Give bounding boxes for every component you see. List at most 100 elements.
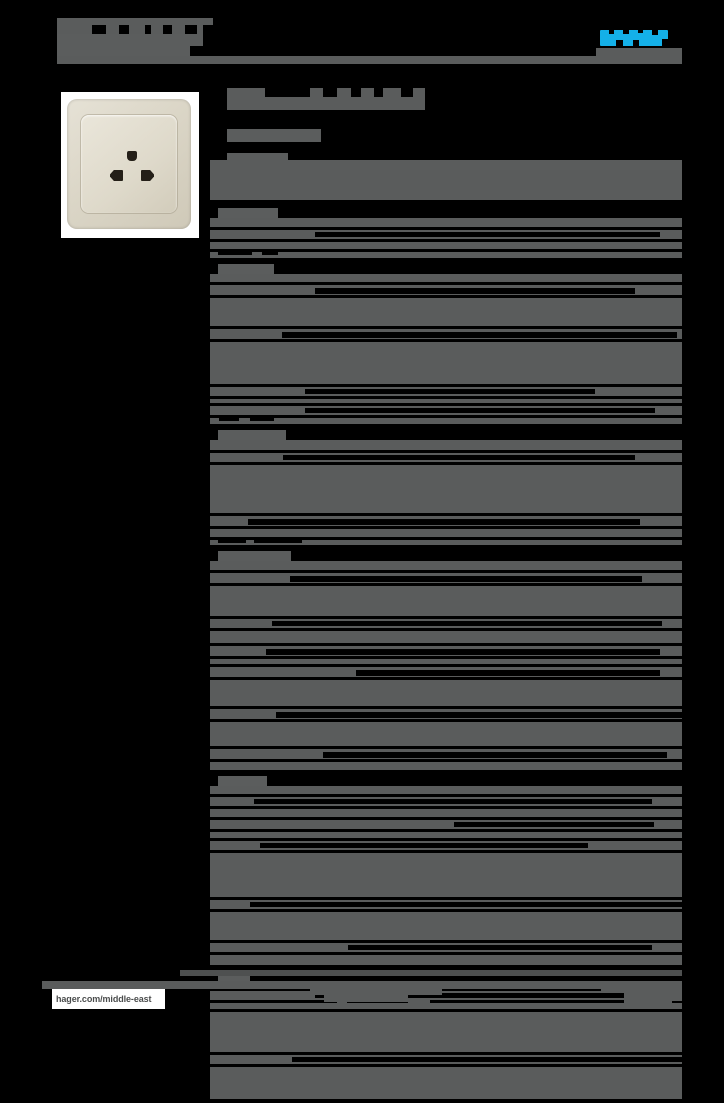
spec-row-separator <box>210 1009 682 1012</box>
spec-row-separator <box>210 249 682 252</box>
spec-group <box>210 206 682 258</box>
spec-row-separator <box>210 415 682 418</box>
spec-row <box>210 912 682 940</box>
spec-row-separator <box>210 719 682 722</box>
spec-row-separator <box>210 450 682 453</box>
footer-right-line <box>601 983 682 991</box>
heading-gap <box>351 88 361 97</box>
spec-row <box>210 853 682 897</box>
spec-row <box>210 342 682 384</box>
spec-group-header <box>210 549 682 561</box>
spec-row-separator <box>210 794 682 797</box>
footer-right-line <box>624 1001 672 1007</box>
spec-row-separator <box>210 403 682 406</box>
spec-row <box>210 943 682 952</box>
spec-group <box>210 549 686 770</box>
product-reference <box>227 129 321 142</box>
spec-row-separator <box>210 295 682 298</box>
logo-notch <box>662 39 670 48</box>
spec-row <box>210 991 682 1000</box>
socket-earth-pin-slot <box>127 151 137 161</box>
spec-row-separator <box>210 817 682 820</box>
spec-row-value-gap <box>305 389 595 394</box>
spec-row-separator <box>210 940 682 943</box>
spec-row-separator <box>210 570 682 573</box>
spec-row-separator <box>210 513 682 516</box>
spec-row <box>210 619 682 628</box>
title-gap <box>145 25 151 34</box>
spec-row <box>210 809 682 817</box>
product-image <box>61 92 199 238</box>
description-label <box>227 153 288 162</box>
heading-gap <box>374 88 383 97</box>
spec-group <box>210 774 684 965</box>
spec-row-value-gap <box>315 288 635 294</box>
logo-notch <box>638 28 643 33</box>
spec-row <box>210 955 682 965</box>
spec-row-separator <box>210 396 682 399</box>
spec-row <box>210 465 682 513</box>
spec-row-value-gap <box>315 232 660 237</box>
spec-row-separator <box>210 239 682 242</box>
specification-table <box>210 206 686 1103</box>
spec-row <box>210 399 682 403</box>
logo-notch <box>623 28 629 34</box>
spec-row-value-gap <box>260 843 588 848</box>
description-body <box>210 160 682 200</box>
logo-notch <box>633 40 639 48</box>
spec-row-value-gap <box>250 902 684 907</box>
footer-url-box[interactable]: hager.com/middle-east <box>52 989 165 1009</box>
spec-row-separator <box>210 759 682 762</box>
spec-group <box>210 428 682 545</box>
spec-row <box>210 529 682 537</box>
title-gap <box>119 25 129 34</box>
spec-row-value-gap <box>305 408 655 413</box>
spec-row-separator <box>210 664 682 667</box>
hager-logo[interactable] <box>600 28 672 48</box>
spec-row <box>210 841 682 850</box>
spec-row-value-gap <box>356 670 660 676</box>
spec-row-separator <box>210 952 682 955</box>
spec-group-header <box>210 262 682 274</box>
spec-row-separator <box>210 526 682 529</box>
spec-row <box>210 586 682 616</box>
spec-row-value-gap <box>272 621 662 626</box>
spec-row-value-gap <box>348 945 652 950</box>
heading-gap <box>323 88 337 97</box>
socket-faceplate <box>67 99 191 229</box>
spec-row <box>210 709 686 719</box>
footer-center-line <box>337 1002 347 1008</box>
logo-notch <box>652 28 658 35</box>
spec-row-separator <box>210 1000 682 1003</box>
spec-row-value-gap <box>218 540 246 543</box>
footer-top-band <box>180 970 682 976</box>
spec-row-value-gap <box>254 799 652 804</box>
spec-row <box>210 242 682 249</box>
spec-row <box>210 298 682 326</box>
spec-row <box>210 900 684 909</box>
spec-row-value-gap <box>323 752 667 758</box>
spec-row-separator <box>210 339 682 342</box>
spec-row-value-gap <box>254 540 302 543</box>
spec-group-header <box>210 774 682 786</box>
spec-row-separator <box>210 616 682 619</box>
spec-row-separator <box>210 643 682 646</box>
spec-group-label <box>218 551 291 561</box>
spec-row <box>210 573 682 583</box>
spec-row <box>210 406 682 415</box>
footer-center-text <box>310 988 442 1008</box>
spec-row-separator <box>210 384 682 387</box>
title-gap <box>92 25 106 34</box>
spec-row <box>210 659 682 664</box>
header-divider <box>57 56 682 64</box>
spec-row <box>210 387 682 396</box>
spec-row <box>210 786 682 794</box>
spec-row-separator <box>210 462 682 465</box>
spec-row <box>210 722 682 746</box>
spec-row-value-gap <box>248 519 640 525</box>
spec-row <box>210 418 682 424</box>
footer-url-text: hager.com/middle-east <box>56 994 152 1004</box>
spec-row <box>210 749 682 759</box>
spec-row-separator <box>210 583 682 586</box>
spec-row <box>210 680 682 706</box>
